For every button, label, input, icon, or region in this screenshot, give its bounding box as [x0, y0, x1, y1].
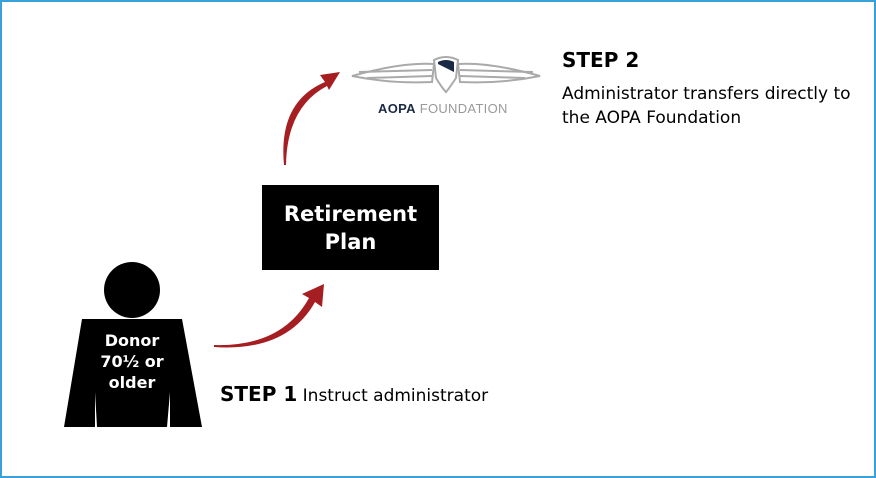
- aopa-wings-logo-icon: [351, 56, 541, 94]
- donor-label: Donor 70½ or older: [82, 330, 182, 393]
- step2-arrow-icon: [283, 72, 340, 165]
- step1-label: STEP 1 Instruct administrator: [220, 382, 488, 406]
- retirement-plan-label-1: Retirement: [283, 201, 418, 226]
- logo-name: FOUNDATION: [419, 101, 508, 116]
- donor-line-1: Donor: [104, 331, 160, 350]
- step1-title: STEP 1: [220, 382, 298, 406]
- donor-figure-icon: [64, 262, 202, 427]
- logo-brand: AOPA: [378, 101, 416, 116]
- step2-description: Administrator transfers directly to the …: [562, 84, 851, 128]
- step1-arrow-icon: [214, 284, 324, 348]
- donor-line-2: 70½ or: [100, 352, 164, 371]
- retirement-plan-label-2: Plan: [324, 229, 377, 254]
- step2-title: STEP 2: [562, 48, 640, 72]
- aopa-foundation-logo: AOPA FOUNDATION: [378, 101, 508, 116]
- donor-line-3: older: [108, 373, 156, 392]
- step1-description: Instruct administrator: [302, 386, 489, 406]
